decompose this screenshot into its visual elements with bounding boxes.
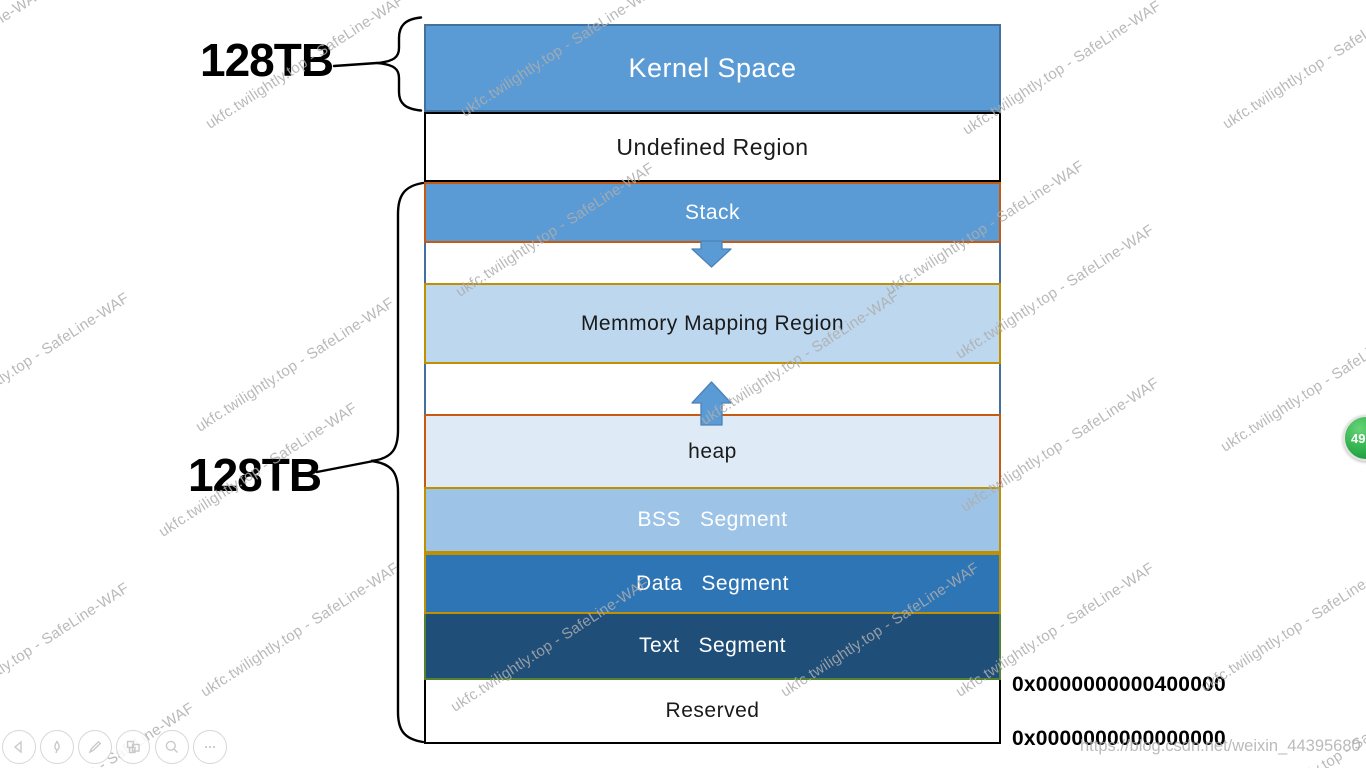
- brace-user-space: [370, 181, 425, 744]
- segment-label: Kernel Space: [628, 52, 797, 83]
- segment-label: BSS Segment: [637, 508, 788, 531]
- segment-bss: BSS Segment: [424, 487, 1001, 553]
- slides-grid-icon: [126, 740, 140, 754]
- slide-browser-button[interactable]: [116, 730, 150, 764]
- brace-user-connector: [315, 460, 373, 474]
- size-label-user: 128TB: [188, 449, 322, 501]
- csdn-watermark-link: https://blog.csdn.net/weixin_44395680: [1080, 737, 1361, 755]
- brace-kernel-connector: [332, 61, 379, 68]
- floating-contact-badge[interactable]: 49: [1343, 415, 1366, 461]
- segment-data: Data Segment: [424, 553, 1001, 614]
- watermark-text: ukfc.twilightly.top - SafeLine-WAF: [197, 559, 403, 701]
- previous-arrow-icon: [13, 740, 22, 754]
- more-options-button[interactable]: [193, 730, 227, 764]
- segment-label: Reserved: [665, 699, 760, 722]
- segment-label: Memmory Mapping Region: [580, 311, 845, 335]
- segment-heap: heap: [424, 414, 1001, 487]
- laser-pen-icon: [54, 740, 60, 754]
- watermark-text: ukfc.twilightly.top - SafeLine-WAF: [0, 289, 133, 431]
- segment-label: Text Segment: [638, 634, 787, 657]
- laser-pen-button[interactable]: [40, 730, 74, 764]
- address-text-segment-start: 0x0000000000400000: [1012, 673, 1226, 696]
- previous-slide-button[interactable]: [2, 730, 36, 764]
- watermark-text: ukfc.twilightly.top - SafeLine-WAF: [1219, 0, 1366, 133]
- segment-reserved: Reserved: [424, 680, 1001, 744]
- pen-icon: [88, 740, 102, 754]
- segment-undefined-region: Undefined Region: [424, 112, 1001, 182]
- segment-text: Text Segment: [424, 614, 1001, 680]
- segment-label: Data Segment: [636, 571, 789, 595]
- address-zero: 0x0000000000000000: [1012, 727, 1226, 750]
- segment-stack: Stack: [424, 182, 1001, 243]
- ellipsis-icon: [204, 745, 216, 749]
- watermark-text: ukfc.twilightly.top - SafeLine-WAF: [0, 0, 48, 126]
- brace-kernel: [376, 16, 423, 112]
- watermark-text: ukfc.twilightly.top - SafeLine-WAF: [0, 579, 133, 721]
- segment-kernel-space: Kernel Space: [424, 24, 1001, 112]
- pen-button[interactable]: [78, 730, 112, 764]
- badge-count: 49: [1351, 430, 1366, 446]
- watermark-text: ukfc.twilightly.top - SafeLine-WAF: [192, 294, 398, 436]
- segment-label: Stack: [684, 200, 741, 224]
- segment-gap-mmap-heap: [424, 364, 1001, 414]
- magnifier-icon: [165, 740, 178, 753]
- segment-label: heap: [688, 439, 737, 463]
- segment-memory-mapping-region: Memmory Mapping Region: [424, 283, 1001, 364]
- size-label-kernel: 128TB: [200, 34, 334, 86]
- zoom-button[interactable]: [155, 730, 189, 764]
- segment-gap-stack-mmap: [424, 243, 1001, 283]
- segment-label: Undefined Region: [616, 133, 809, 160]
